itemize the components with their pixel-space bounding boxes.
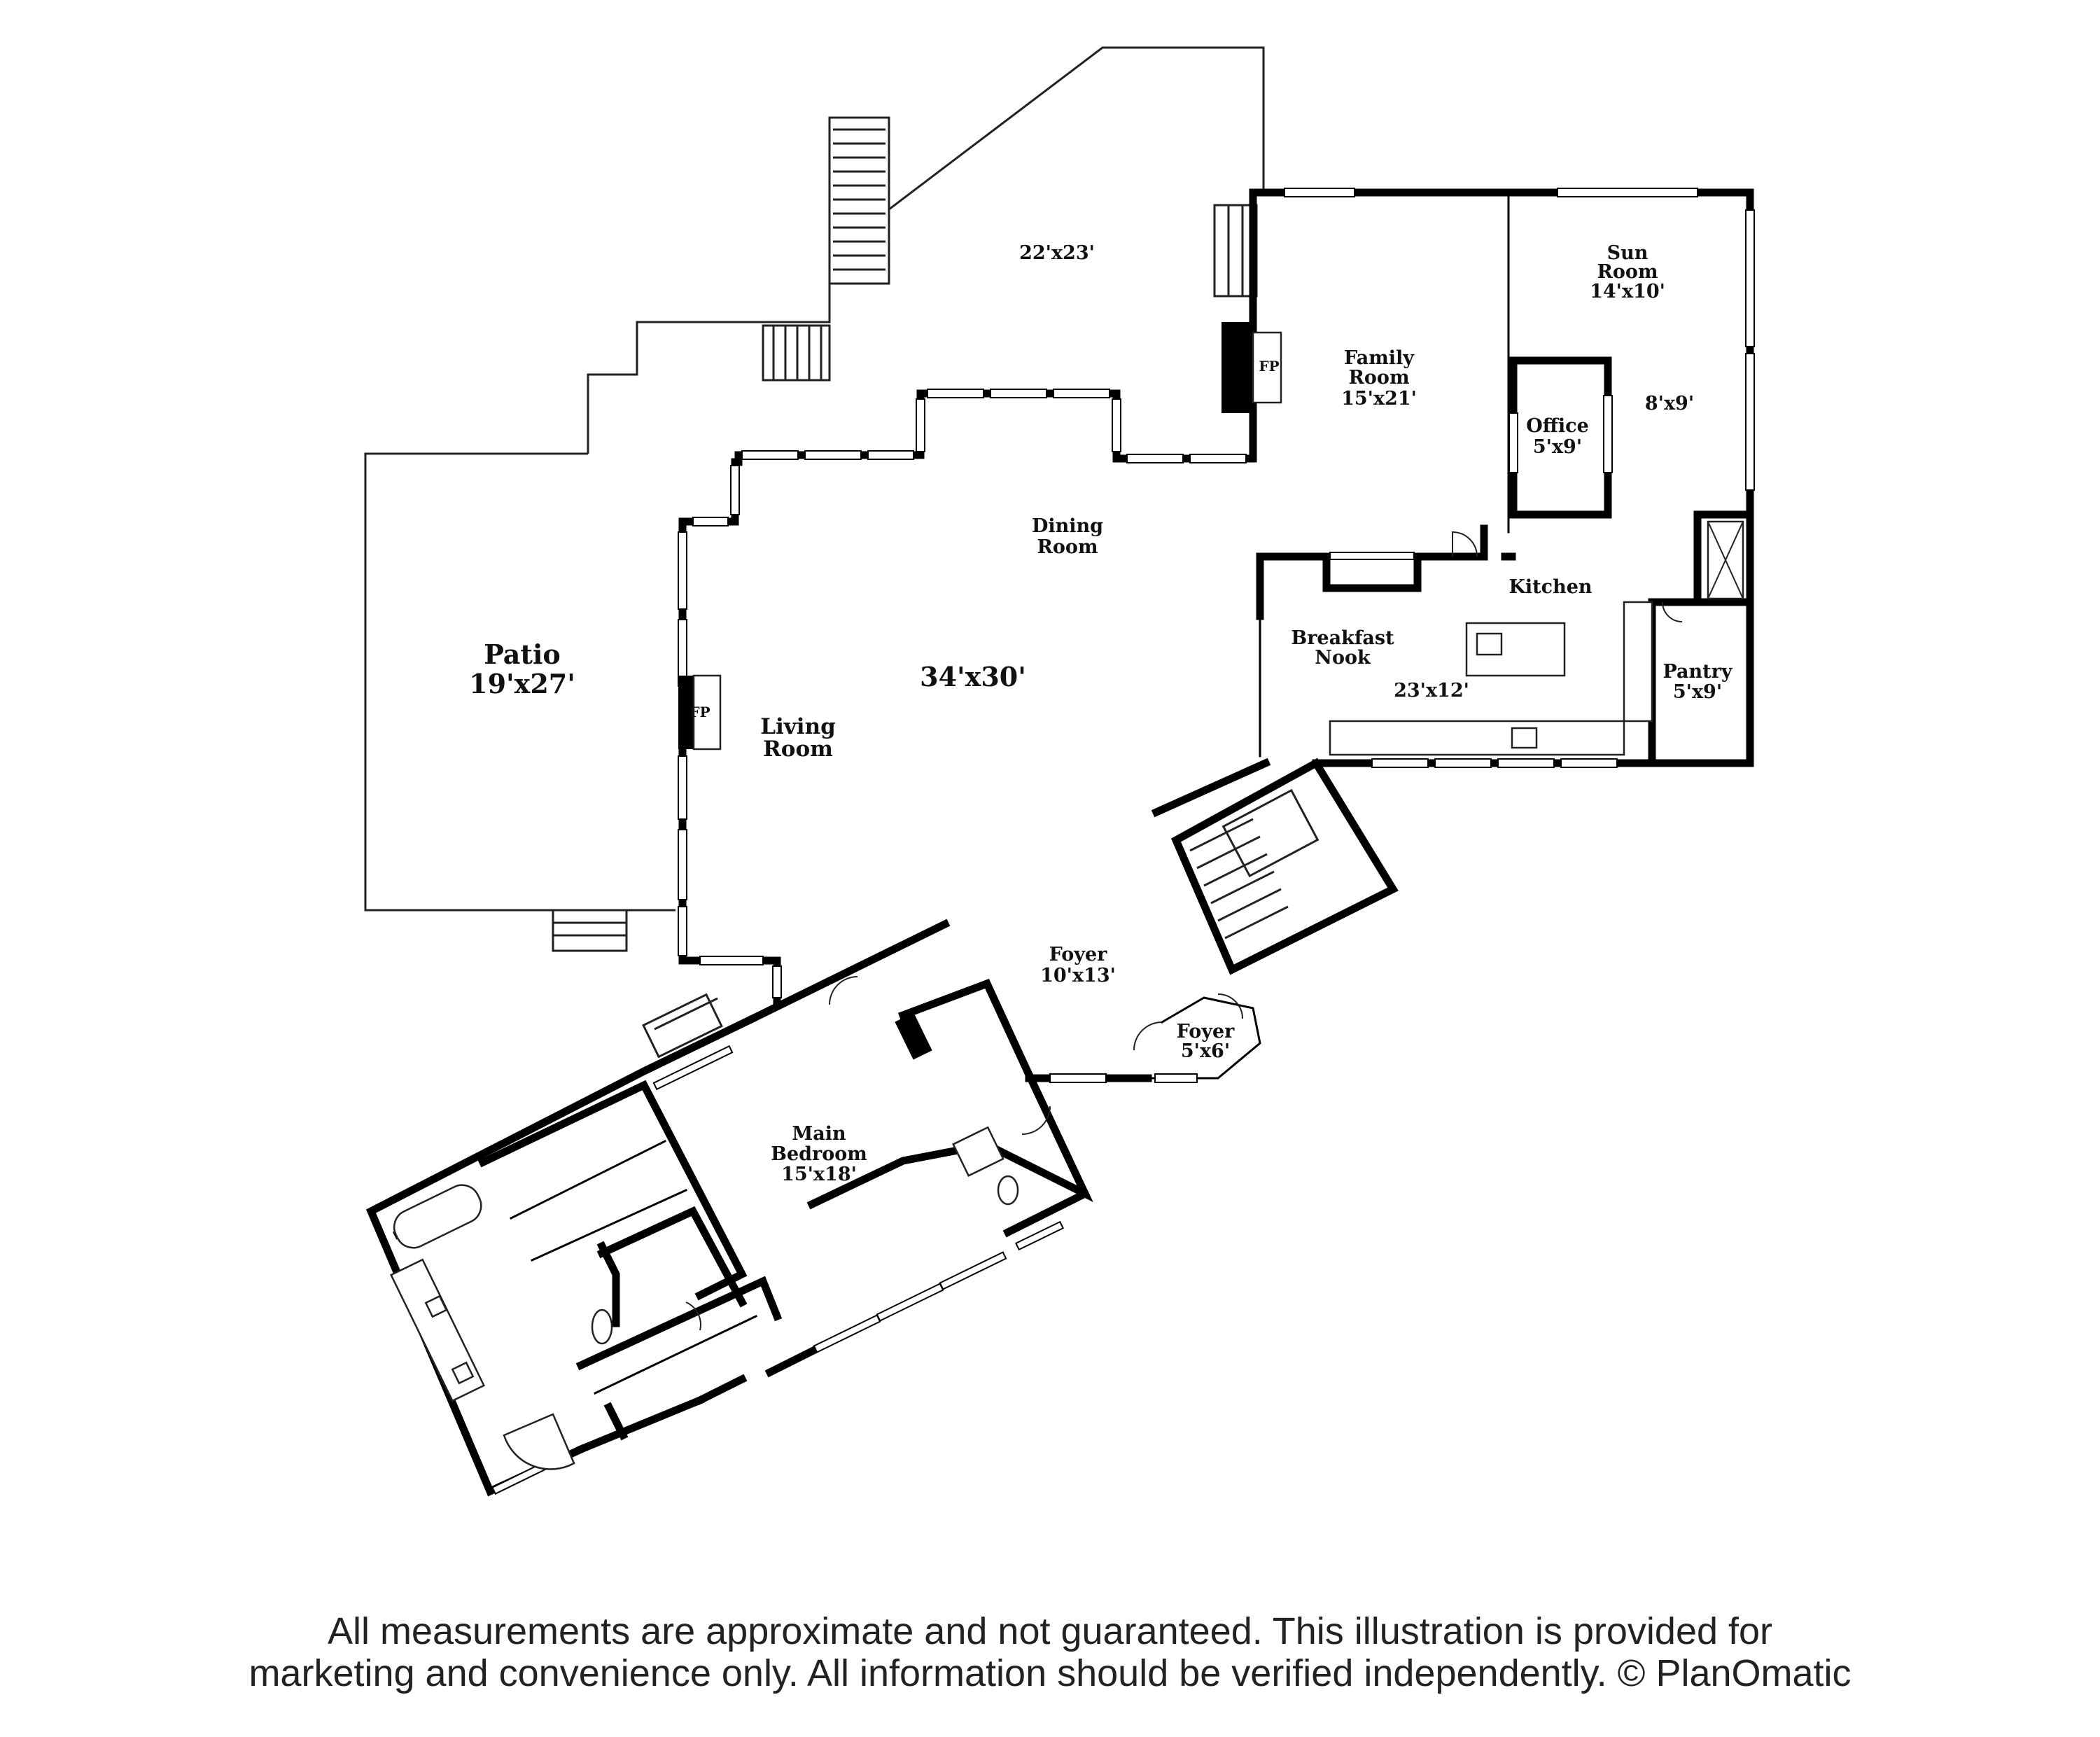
breakfast-nook-name-2: Nook <box>1315 647 1371 669</box>
office-name: Office <box>1526 415 1589 437</box>
main-bedroom-walls <box>365 976 1093 1497</box>
great-room-dims: 34'x30' <box>920 661 1026 692</box>
office-dims: 5'x9' <box>1533 436 1582 458</box>
dining-room-name-1: Dining <box>1032 515 1103 537</box>
disclaimer: All measurements are approximate and not… <box>105 1610 1995 1694</box>
patio-dims: 19'x27' <box>469 668 575 699</box>
sun-room-name-2: Room <box>1597 261 1658 283</box>
nook-area-dims: 8'x9' <box>1645 393 1694 414</box>
dining-room-name-2: Room <box>1037 536 1098 558</box>
patio-outline <box>364 452 676 952</box>
disclaimer-line-2: marketing and convenience only. All info… <box>248 1652 1851 1694</box>
sun-room-name-1: Sun <box>1607 242 1648 264</box>
foyer-small-name: Foyer <box>1177 1021 1236 1042</box>
foyer-main-dims: 10'x13' <box>1040 965 1116 986</box>
family-room-fireplace-label: FP <box>1259 358 1279 375</box>
kitchen-name: Kitchen <box>1508 576 1592 598</box>
family-room-name-1: Family <box>1344 347 1415 369</box>
deck-outline <box>587 46 1265 454</box>
main-bedroom-name-2: Bedroom <box>771 1143 867 1165</box>
pantry-dims: 5'x9' <box>1673 681 1722 703</box>
room-labels: 22'x23' Patio 19'x27' Family Room 15'x21… <box>469 242 1733 1185</box>
family-sun-office-walls <box>1222 188 1755 768</box>
living-room-fireplace-label: FP <box>690 704 710 720</box>
family-room-name-2: Room <box>1348 367 1409 389</box>
main-bedroom-dims: 15'x18' <box>781 1164 857 1185</box>
main-bedroom-name-1: Main <box>792 1123 846 1145</box>
disclaimer-line-1: All measurements are approximate and not… <box>327 1610 1773 1652</box>
great-room-walls <box>678 389 1271 1024</box>
pantry-name: Pantry <box>1662 661 1732 683</box>
stairs-entry <box>1025 758 1399 1083</box>
family-room-dims: 15'x21' <box>1341 388 1417 410</box>
deck-dims: 22'x23' <box>1019 242 1095 264</box>
living-room-name-1: Living <box>760 714 836 739</box>
foyer-main-name: Foyer <box>1049 944 1108 965</box>
sun-room-dims: 14'x10' <box>1590 281 1665 302</box>
breakfast-nook-dims: 23'x12' <box>1394 680 1469 702</box>
living-room-name-2: Room <box>763 737 833 762</box>
patio-name: Patio <box>484 639 561 670</box>
foyer-small-dims: 5'x6' <box>1181 1040 1230 1062</box>
breakfast-nook-name-1: Breakfast <box>1291 627 1394 649</box>
